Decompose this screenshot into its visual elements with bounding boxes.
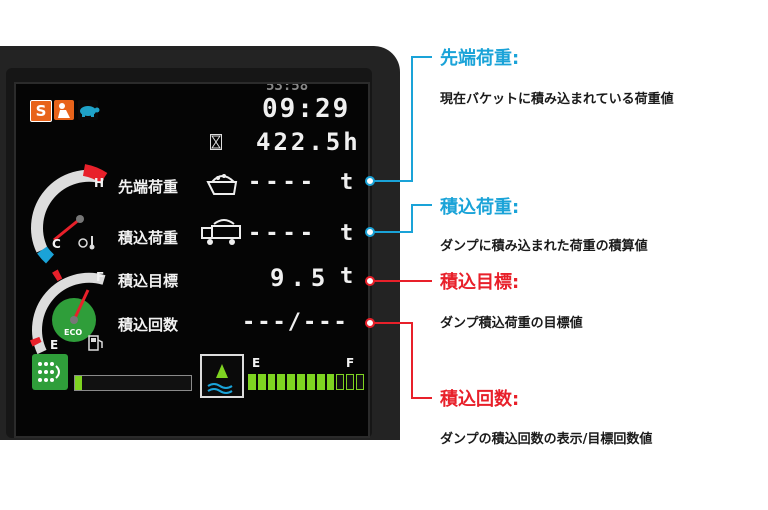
callout-tip-load-desc: 現在バケットに積み込まれている荷重値: [440, 92, 674, 107]
dpf-level-fill: [75, 376, 82, 390]
def-level-segment: [316, 374, 325, 390]
fuel-empty-label: E: [50, 338, 59, 352]
dpf-regeneration-icon: [32, 354, 68, 390]
loaded-weight-unit: t: [340, 221, 354, 246]
tip-load-value: ----: [248, 170, 317, 195]
def-tank-icon: [200, 354, 244, 398]
fuel-full-label: F: [96, 270, 105, 284]
def-level-segment: [336, 374, 345, 390]
def-level-segment: [356, 374, 364, 390]
callout-load-target-desc: ダンプ積込荷重の目標値: [440, 316, 583, 331]
load-target-unit: t: [340, 264, 354, 289]
turtle-mode-icon: [78, 100, 100, 120]
def-level-segment: [287, 374, 296, 390]
callout-loaded-weight-title: 積込荷重:: [440, 197, 520, 218]
bucket-load-icon: [204, 170, 240, 198]
tip-load-unit: t: [340, 170, 354, 195]
load-count-value: ---/---: [242, 310, 349, 335]
load-target-value: 9.5: [270, 264, 332, 292]
fuel-pump-icon: [88, 334, 104, 352]
load-target-label: 積込目標: [118, 272, 179, 290]
monitor-screen: S 53:58 09:29 422.5h H C F E ECO 先端荷重: [14, 82, 370, 438]
temp-hi-label: H: [94, 176, 105, 190]
fuel-gauge: [26, 269, 106, 356]
loaded-weight-label: 積込荷重: [118, 229, 179, 247]
callout-loaded-weight-desc: ダンプに積み込まれた荷重の積算値: [440, 239, 648, 254]
coolant-temp-icon: [78, 234, 96, 250]
def-level-segment: [326, 374, 335, 390]
loaded-weight-value: ----: [248, 221, 317, 246]
def-level-segment: [257, 374, 266, 390]
clock-partial: 53:58: [266, 82, 309, 94]
s-mode-badge: S: [30, 100, 52, 122]
load-count-label: 積込回数: [118, 316, 179, 334]
callout-load-target-title: 積込目標:: [440, 272, 520, 293]
def-full-label: F: [346, 356, 355, 370]
def-level-segment: [297, 374, 305, 390]
eco-label: ECO: [64, 328, 83, 337]
hourglass-icon: [210, 134, 222, 150]
def-level-segment: [346, 374, 355, 390]
def-level-segment: [267, 374, 276, 390]
tip-load-label: 先端荷重: [118, 178, 179, 196]
temp-lo-label: C: [52, 237, 61, 251]
hour-meter: 422.5h: [256, 128, 361, 156]
def-level-bar: [248, 374, 364, 390]
operator-icon: [54, 100, 74, 120]
coolant-temp-gauge: [31, 164, 108, 264]
def-level-segment: [248, 374, 256, 390]
callout-load-count-desc: ダンプの積込回数の表示/目標回数値: [440, 432, 653, 447]
def-empty-label: E: [252, 356, 261, 370]
def-level-segment: [306, 374, 315, 390]
dump-truck-icon: [200, 218, 244, 248]
callout-load-count-title: 積込回数:: [440, 389, 520, 410]
clock-display: 09:29: [262, 94, 351, 124]
def-level-segment: [277, 374, 286, 390]
dpf-level-bar: [74, 375, 192, 391]
callout-tip-load-title: 先端荷重:: [440, 48, 520, 69]
